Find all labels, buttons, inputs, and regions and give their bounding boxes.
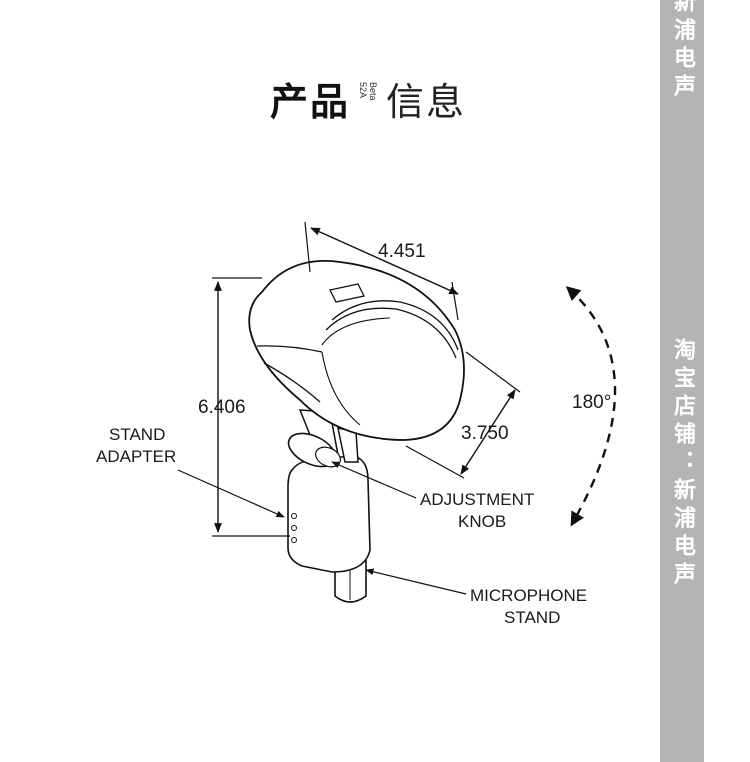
depth-value: 3.750 — [461, 423, 509, 444]
title-model: Beta 52A — [358, 82, 378, 118]
depth-dimension — [405, 351, 521, 479]
title-light: 信息 — [386, 80, 467, 124]
title-model-line2: 52A — [358, 82, 369, 99]
callout-microphone-stand-leader — [365, 568, 467, 595]
side-banner: 新浦电声 淘宝店铺：新浦电声 — [660, 0, 704, 762]
microphone-capsule — [248, 260, 465, 441]
callout-stand-adapter-line2: ADAPTER — [96, 447, 176, 466]
width-dimension — [304, 221, 459, 321]
page-title: 产品 Beta 52A 信息 — [270, 72, 466, 124]
callout-microphone-stand-line1: MICROPHONE — [470, 586, 587, 605]
rotation-arc — [565, 286, 617, 527]
title-model-line1: Beta — [368, 82, 379, 101]
callout-adjustment-knob-line1: ADJUSTMENT — [420, 490, 534, 509]
side-banner-store-text: 淘宝店铺：新浦电声 — [670, 338, 695, 590]
side-banner-top-text: 新浦电声 — [670, 0, 695, 102]
title-bold: 产品 — [270, 80, 351, 124]
callout-stand-adapter-leader — [177, 469, 285, 518]
height-value: 6.406 — [198, 397, 246, 418]
width-value: 4.451 — [378, 241, 426, 262]
rotation-value: 180° — [572, 392, 611, 413]
height-dimension — [212, 277, 290, 537]
callout-stand-adapter-line1: STAND — [109, 425, 165, 444]
callout-adjustment-knob-leader — [331, 461, 417, 499]
callout-adjustment-knob-line2: KNOB — [458, 512, 506, 531]
callout-microphone-stand-line2: STAND — [504, 608, 560, 627]
